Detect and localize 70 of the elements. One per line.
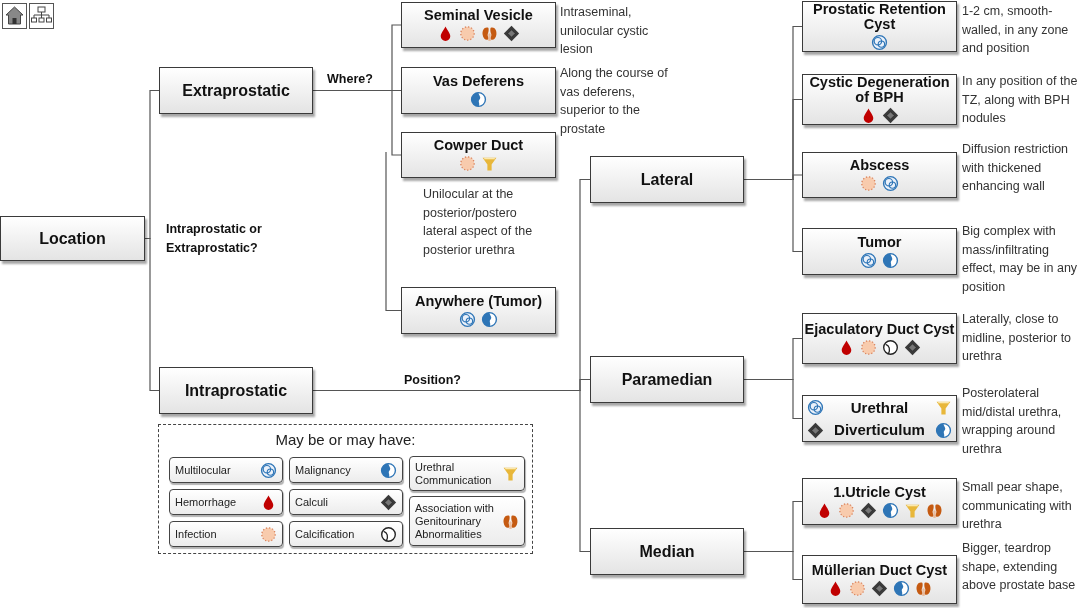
box-title: Lateral — [640, 169, 694, 190]
process-box — [802, 395, 957, 442]
box-title: Urethral Diverticulum — [833, 397, 926, 440]
process-box — [802, 74, 957, 125]
term-box — [409, 456, 525, 491]
connector-line — [743, 378, 803, 420]
process-box — [0, 216, 145, 261]
box-title: Location — [39, 228, 106, 249]
connector-line — [743, 178, 803, 253]
process-box — [590, 156, 744, 203]
term-label: Calculi — [295, 495, 328, 509]
box-title: Seminal Vesicle — [424, 8, 533, 23]
box-title: Cystic Degeneration of BPH — [808, 75, 951, 105]
term-box — [409, 496, 525, 546]
description-text: Unilocular at the posterior/postero lateral aspect of the posterior urethra — [423, 186, 534, 259]
description-text: Small pear shape, communicating with urethra — [962, 479, 1073, 533]
term-label: Malignancy — [295, 463, 351, 477]
process-box — [159, 367, 313, 414]
box-title: 1.Utricle Cyst — [833, 484, 926, 500]
box-title: Median — [639, 541, 695, 562]
process-box — [401, 287, 556, 334]
process-box — [802, 228, 957, 275]
term-label: Calcification — [295, 527, 355, 541]
connector-line — [385, 151, 402, 312]
term-box — [289, 489, 403, 515]
description-text: Big complex with mass/infiltrating effect, may be in any position — [962, 223, 1078, 296]
process-box — [401, 2, 556, 48]
term-box — [169, 489, 283, 515]
description-text: In any position of the TZ, along with BPH nodules — [962, 73, 1078, 127]
process-box — [159, 67, 313, 114]
term-label: Infection — [175, 527, 217, 541]
term-box — [289, 457, 403, 483]
process-box — [802, 1, 957, 52]
term-box — [169, 521, 283, 547]
process-box — [802, 555, 957, 604]
box-title: Paramedian — [621, 369, 713, 390]
connector-line — [743, 550, 803, 581]
description-text: 1-2 cm, smooth-walled, in any zone and position — [962, 3, 1070, 57]
process-box — [802, 152, 957, 198]
question-text: Intraprostatic or Extraprostatic? — [166, 221, 263, 257]
box-title: Cowper Duct — [433, 138, 524, 153]
box-title: Vas Deferens — [432, 73, 525, 89]
description-text: Laterally, close to midline, posterior to urethra — [962, 311, 1073, 365]
box-title: Intraprostatic — [184, 380, 288, 401]
term-label: Hemorrhage — [175, 495, 237, 509]
process-box — [802, 313, 957, 364]
box-title: Prostatic Retention Cyst — [812, 2, 947, 32]
description-text: Intraseminal, unilocular cystic lesion — [560, 4, 650, 58]
box-title: Ejaculatory Duct Cyst — [804, 321, 955, 337]
term-label: Urethral Communication — [415, 460, 493, 487]
box-title: Tumor — [857, 234, 902, 250]
description-text: Bigger, teardrop shape, extending above prostate base — [962, 540, 1077, 594]
description-text: Diffusion restriction with thickened enhancing wall — [962, 141, 1070, 195]
process-box — [401, 67, 556, 114]
legend-panel — [158, 424, 533, 554]
process-box — [590, 528, 744, 575]
box-title: Extraprostatic — [182, 80, 290, 101]
box-title: Müllerian Duct Cyst — [811, 562, 948, 578]
term-label: Association with Genitourinary Abnormalities — [415, 501, 495, 541]
process-box — [401, 132, 556, 178]
process-box — [802, 478, 957, 525]
box-title: Abscess — [849, 158, 910, 173]
term-box — [169, 457, 283, 483]
term-label: Multilocular — [175, 463, 231, 477]
description-text: Along the course of vas deferens, superior to the prostate — [560, 65, 669, 138]
process-box — [590, 356, 744, 403]
term-box — [289, 521, 403, 547]
description-text: Posterolateral mid/distal urethra, wrapping around urethra — [962, 385, 1063, 458]
legend-heading: May be or may have: — [274, 430, 417, 450]
box-title: Anywhere (Tumor) — [415, 293, 542, 309]
